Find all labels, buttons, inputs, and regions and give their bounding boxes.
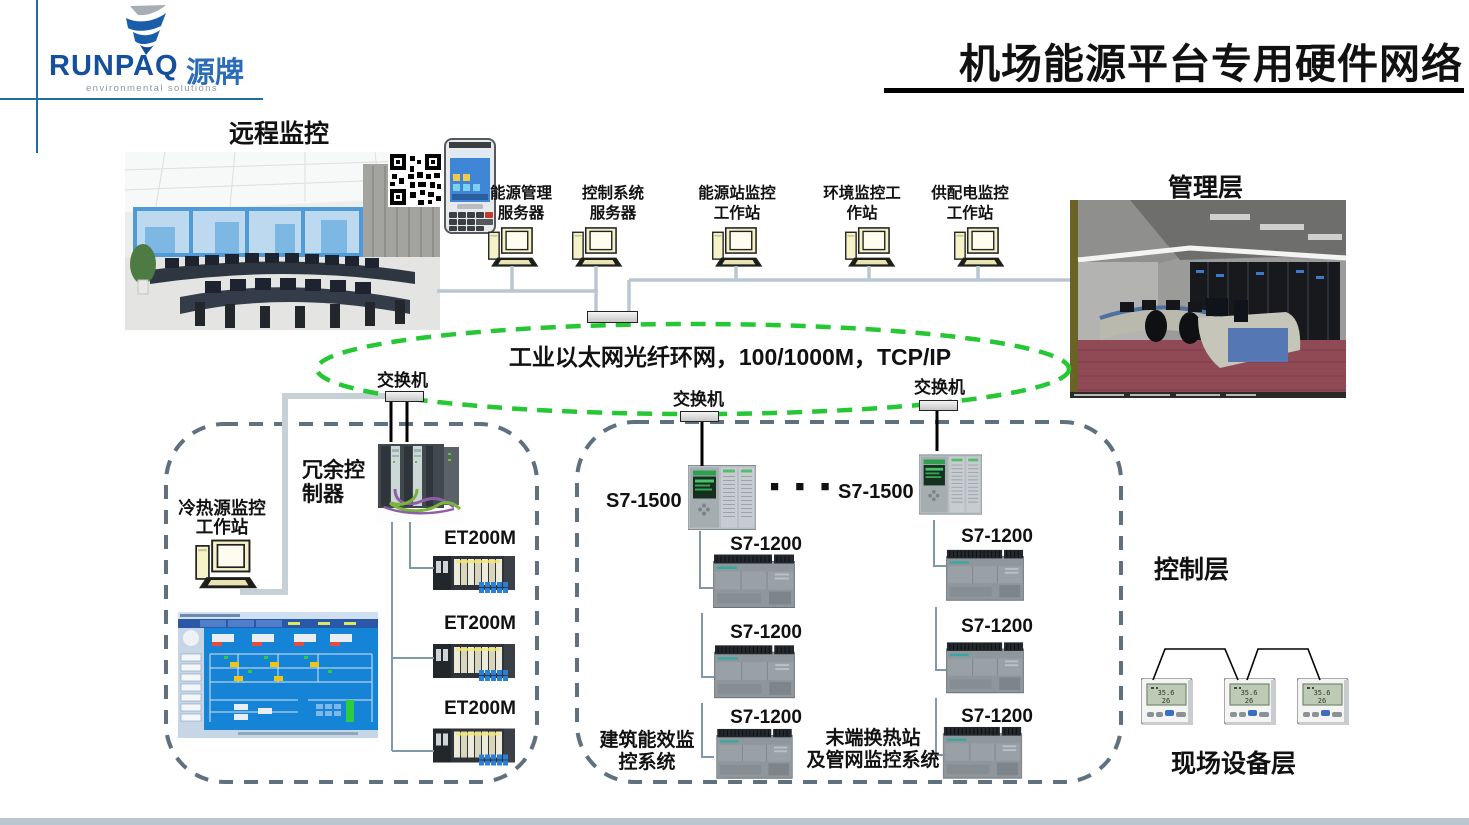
ellipsis-dots: ■ ■ ■	[770, 478, 836, 495]
bottom-strip	[0, 818, 1469, 825]
management-layer-label: 管理层	[1168, 174, 1244, 202]
thermostat-3	[1297, 678, 1350, 726]
et200m-3-label: ET200M	[444, 698, 516, 719]
et200m-2-image	[433, 639, 515, 683]
workstation-4-icon	[844, 226, 896, 268]
redundant-controller-label: 冗余控制器	[302, 459, 365, 506]
thermostat-2	[1224, 678, 1277, 726]
title-underline	[884, 88, 1464, 93]
et200m-1-image	[433, 551, 515, 595]
workstation-2-icon	[571, 226, 623, 268]
remote-control-room-photo	[125, 152, 440, 330]
accent-horizontal-line	[0, 98, 263, 100]
et200m-2-label: ET200M	[444, 613, 516, 634]
workstation-5-label: 供配电监控工作站	[931, 185, 1009, 222]
switch-1	[385, 391, 424, 402]
s7-1200-r2-label: S7-1200	[961, 616, 1033, 637]
workstation-5-icon	[953, 226, 1005, 268]
runpaq-logo-icon	[116, 5, 174, 55]
switch-2-label: 交换机	[673, 390, 724, 409]
workstation-1-icon	[487, 226, 539, 268]
switch-1-label: 交换机	[377, 371, 428, 390]
chiller-workstation-label: 冷热源监控工作站	[178, 498, 266, 537]
workstation-2-label: 控制系统服务器	[581, 185, 644, 222]
et200m-1-label: ET200M	[444, 528, 516, 549]
left-chain-caption: 建筑能效监控系统	[599, 730, 695, 773]
logo-brand: RUNPAQ	[49, 50, 179, 82]
s7-1200-l1-label: S7-1200	[730, 534, 802, 555]
s7-1500-right-image	[919, 449, 982, 520]
fiber-ring-label: 工业以太网光纤环网，100/1000M，TCP/IP	[508, 344, 952, 370]
s7-1200-l1-image	[713, 553, 795, 612]
workstation-4-label: 环境监控工作站	[823, 185, 901, 222]
ethernet-hub	[587, 311, 638, 323]
s7-1200-l3-image	[714, 728, 795, 782]
s7-1200-l2-image	[714, 643, 795, 703]
s7-1200-l2-label: S7-1200	[730, 622, 802, 643]
field-device-layer-label: 现场设备层	[1171, 750, 1297, 778]
s7-1200-r2-image	[946, 641, 1024, 697]
scada-screenshot	[178, 612, 378, 738]
chiller-workstation-icon	[194, 536, 258, 592]
handheld-terminal	[443, 138, 497, 234]
logo-brand-cn: 源牌	[186, 57, 245, 89]
s7-1200-r1-image	[946, 546, 1024, 607]
control-layer-label: 控制层	[1154, 556, 1230, 584]
s7-1500-left-label: S7-1500	[606, 490, 682, 512]
s7-1500-right-label: S7-1500	[838, 481, 914, 503]
workstation-3-icon	[711, 226, 763, 268]
switch-3-label: 交换机	[914, 378, 965, 397]
right-chain-caption: 末端换热站及管网监控系统	[806, 728, 940, 771]
s7-1200-r1-label: S7-1200	[961, 526, 1033, 547]
remote-monitoring-label: 远程监控	[229, 120, 330, 148]
switch-3	[919, 400, 958, 411]
page-title: 机场能源平台专用硬件网络	[959, 41, 1463, 87]
redundant-controller-image	[374, 441, 464, 523]
thermostat-1	[1141, 678, 1194, 726]
workstation-1-label: 能源管理服务器	[489, 185, 552, 222]
s7-1200-l3-label: S7-1200	[730, 707, 802, 728]
switch-2	[680, 411, 719, 422]
accent-vertical-line	[36, 0, 38, 153]
et200m-3-image	[433, 723, 515, 768]
logo-tagline: environmental solutions	[86, 83, 219, 94]
workstation-3-label: 能源站监控工作站	[698, 185, 776, 222]
s7-1200-r3-label: S7-1200	[961, 706, 1033, 727]
s7-1500-left-image	[688, 464, 756, 531]
qr-code	[388, 152, 443, 207]
management-room-photo	[1070, 200, 1346, 398]
s7-1200-r3-image	[942, 726, 1023, 782]
